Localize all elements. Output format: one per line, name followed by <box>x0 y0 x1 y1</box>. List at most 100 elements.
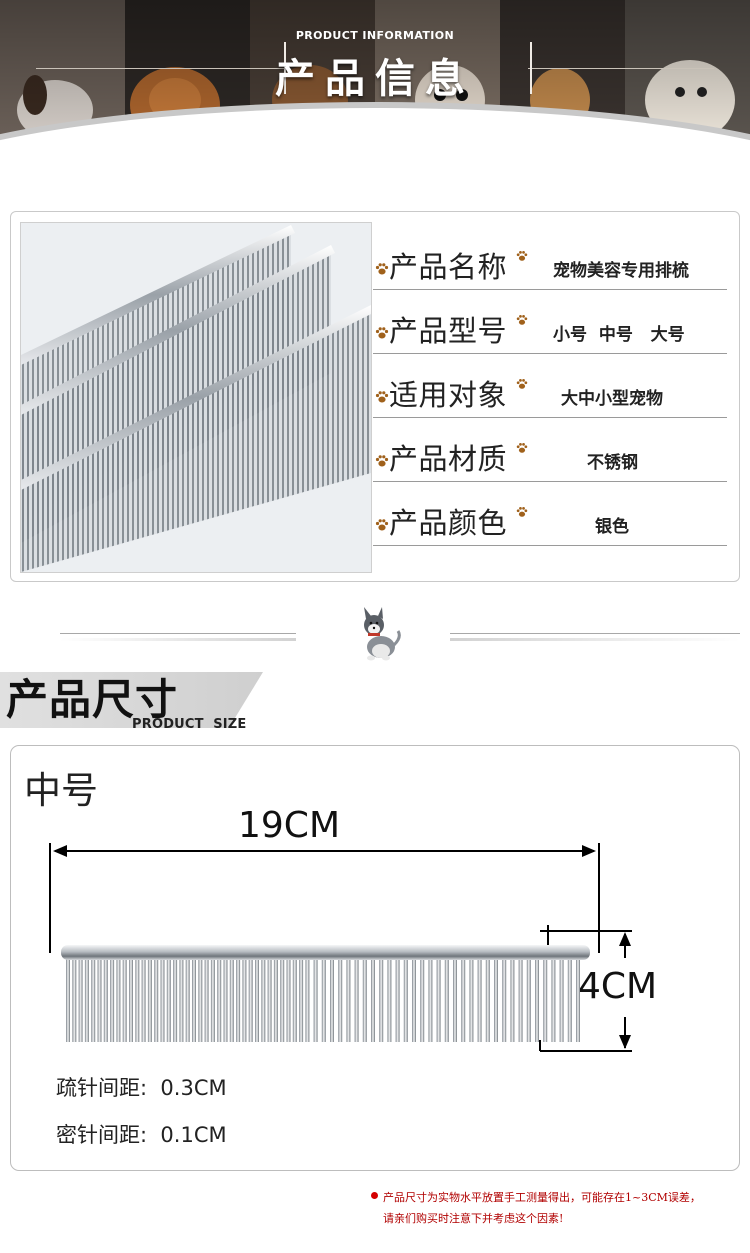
arrow-right-icon <box>582 845 596 857</box>
comb-tooth <box>72 958 77 1042</box>
info-value: 大中小型宠物 <box>561 389 663 409</box>
comb-tooth <box>229 958 234 1042</box>
comb-tooth <box>403 958 408 1042</box>
combs-image <box>21 223 371 572</box>
comb-tooth <box>97 958 102 1042</box>
model-label: 中号 <box>24 769 98 812</box>
comb-tooth <box>141 958 146 1042</box>
sparse-spacing-label: 疏针间距: 0.3CM <box>56 1076 227 1100</box>
info-label: 产品名称 <box>389 250 508 284</box>
arrow-left-icon <box>53 845 67 857</box>
info-value: 不锈钢 <box>587 453 638 473</box>
info-value: 小号 中号 大号 <box>553 325 685 345</box>
comb-tooth <box>267 958 272 1042</box>
comb-tooth <box>420 958 425 1042</box>
comb-tooth <box>313 958 318 1042</box>
paw-icon <box>375 391 389 403</box>
dog-illustration <box>364 607 401 661</box>
banner-line-right <box>528 68 714 69</box>
comb-tooth <box>428 958 433 1042</box>
arrow-down-icon <box>619 1035 631 1049</box>
info-row-material: 产品材质 不锈钢 <box>373 418 727 482</box>
comb-tooth <box>576 958 580 1042</box>
banner-line-left <box>36 68 284 69</box>
divider-line-left <box>60 633 296 634</box>
comb-tooth <box>185 958 190 1042</box>
comb-tooth <box>444 958 449 1042</box>
info-label: 产品型号 <box>389 314 508 348</box>
comb-tooth <box>567 958 572 1042</box>
comb-tooth <box>198 958 203 1042</box>
comb-tooth <box>204 958 209 1042</box>
comb-tooth <box>477 958 482 1042</box>
comb-tooth <box>273 958 278 1042</box>
info-row-name: 产品名称 宠物美容专用排梳 <box>373 226 727 290</box>
comb-tooth <box>461 958 466 1042</box>
note-line-2: 请亲们购买时注意下并考虑这个因素! <box>383 1212 564 1225</box>
comb-tooth <box>122 958 127 1042</box>
comb-tooth <box>338 958 343 1042</box>
comb-tooth <box>217 958 222 1042</box>
comb-tooth <box>305 958 310 1042</box>
comb-tooth <box>78 958 83 1042</box>
comb-tooth <box>248 958 253 1042</box>
divider-shade-left <box>60 638 296 641</box>
comb-spine <box>61 945 590 960</box>
comb-tooth <box>551 958 556 1042</box>
size-section-title: 产品尺寸 <box>6 675 179 724</box>
comb-tooth <box>91 958 96 1042</box>
banner-title: 产品信息 <box>275 56 475 102</box>
comb-tooth <box>371 958 375 1042</box>
divider-line-right <box>450 633 740 634</box>
info-label: 适用对象 <box>389 378 508 412</box>
comb-teeth <box>66 958 580 1042</box>
comb-tooth <box>330 958 334 1042</box>
comb-tooth <box>379 958 384 1042</box>
size-section-subtitle: PRODUCT SIZE <box>132 717 247 732</box>
comb-tooth <box>518 958 523 1042</box>
info-label: 产品材质 <box>389 442 508 476</box>
comb-tooth <box>280 958 285 1042</box>
comb-tooth <box>236 958 241 1042</box>
comb-tooth <box>66 958 70 1042</box>
comb-tooth <box>412 958 416 1042</box>
comb-tooth <box>395 958 400 1042</box>
comb-tooth <box>116 958 121 1042</box>
comb-tooth <box>286 958 291 1042</box>
paw-icon <box>516 315 528 325</box>
info-row-color: 产品颜色 银色 <box>373 482 727 546</box>
comb-tooth <box>453 958 457 1042</box>
note-bullet-icon <box>371 1192 378 1199</box>
comb-tooth <box>129 958 133 1042</box>
comb-tooth <box>436 958 441 1042</box>
size-header-band <box>0 672 263 728</box>
header-banner: PRODUCT INFORMATION 产品信息 <box>0 0 750 195</box>
comb-tooth <box>299 958 304 1042</box>
comb-tooth <box>223 958 228 1042</box>
banner-curve <box>0 108 750 195</box>
comb-tooth <box>147 958 152 1042</box>
arrow-up-icon <box>619 932 631 946</box>
paw-icon <box>375 263 389 275</box>
comb-tooth <box>255 958 259 1042</box>
comb-tooth <box>154 958 159 1042</box>
comb-tooth <box>261 958 266 1042</box>
note-line-1: 产品尺寸为实物水平放置手工测量得出，可能存在1~3CM误差， <box>383 1191 701 1204</box>
info-row-model: 产品型号 小号 中号 大号 <box>373 290 727 354</box>
comb-tooth <box>173 958 178 1042</box>
comb-tooth <box>535 958 539 1042</box>
comb-tooth <box>135 958 140 1042</box>
comb-tooth <box>192 958 196 1042</box>
height-label: 4CM <box>578 966 658 1007</box>
comb-tooth <box>469 958 474 1042</box>
comb-tooth <box>502 958 507 1042</box>
paw-icon <box>516 251 528 261</box>
paw-icon <box>375 519 389 531</box>
comb-tooth <box>210 958 215 1042</box>
length-label: 19CM <box>238 805 341 846</box>
comb-product-photo <box>20 222 372 573</box>
comb-tooth <box>543 958 548 1042</box>
comb-tooth <box>110 958 115 1042</box>
paw-icon <box>375 455 389 467</box>
